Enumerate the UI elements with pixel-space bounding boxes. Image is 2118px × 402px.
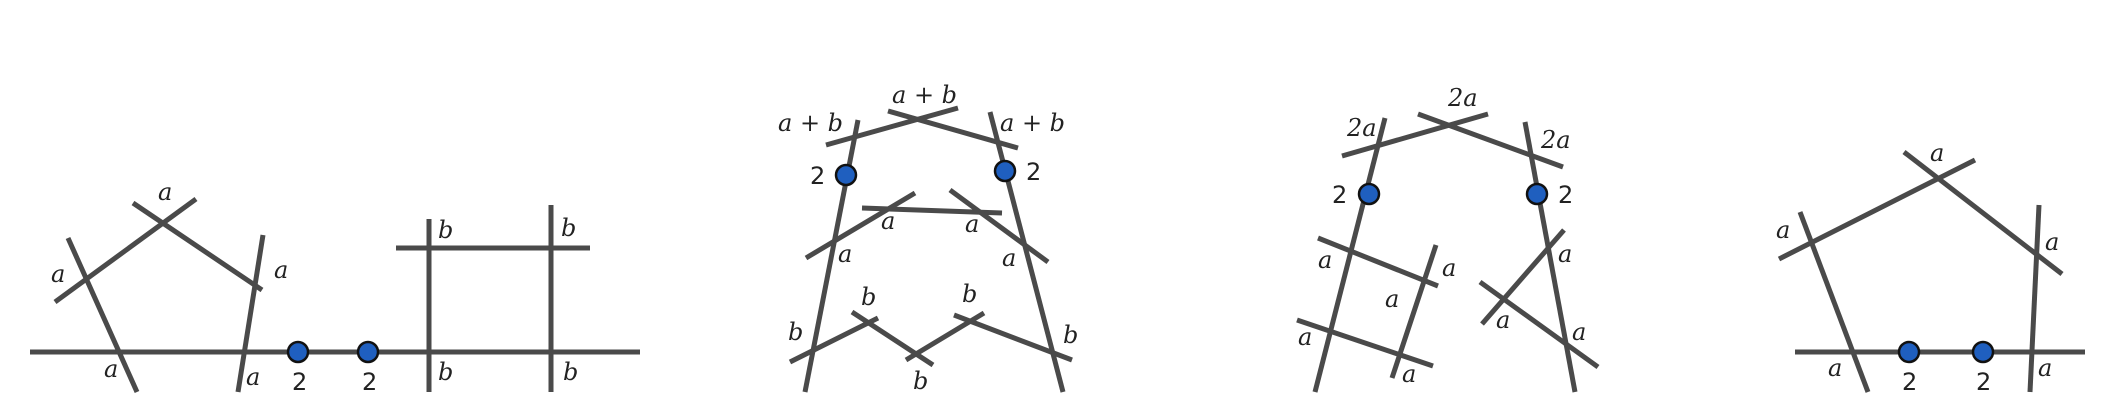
d2-top-left xyxy=(825,105,959,148)
d1-point-label-2: 2 xyxy=(362,368,377,396)
d3-left-rect-top xyxy=(1317,235,1439,289)
d1-label-3: a xyxy=(274,256,288,284)
d2-label-5: a xyxy=(965,210,979,238)
d4-label-3: a xyxy=(2045,228,2059,256)
d2-low-right-b xyxy=(953,312,1073,363)
d3-label-3: 2a xyxy=(1540,126,1571,154)
d2-label-11: b xyxy=(1063,321,1078,349)
diagram-1: 2 2 a a a a a b b b b xyxy=(30,178,640,396)
d1-pentagon-upper-right xyxy=(131,200,264,293)
d2-point-label-1: 2 xyxy=(810,162,825,190)
d1-pentagon-upper-left xyxy=(53,196,198,305)
d3-label-5: a xyxy=(1442,254,1456,282)
d3-right-cross-b xyxy=(1478,279,1600,370)
d3-label-10: a xyxy=(1402,360,1416,388)
d1-point-1 xyxy=(286,340,310,364)
d2-label-4: a xyxy=(881,207,895,235)
d3-left-rect-right xyxy=(1389,244,1439,379)
d2-right-side xyxy=(987,111,1066,393)
d4-point-1 xyxy=(1897,340,1921,364)
d1-pentagon-left xyxy=(65,236,140,394)
d3-left-rect-bottom xyxy=(1296,317,1434,369)
d2-label-6: a xyxy=(838,240,852,268)
d2-label-8: b xyxy=(861,283,876,311)
d3-label-1: 2a xyxy=(1346,114,1377,142)
diagram-2: 2 2 a + b a + b a + b a a a a b b b b b xyxy=(778,81,1078,395)
diagram-4: 2 2 a a a a a xyxy=(1776,139,2085,396)
diagram-3: 2 2 2a 2a 2a a a a a a a a a xyxy=(1296,84,1600,393)
d1-label-5: a xyxy=(246,363,260,391)
d2-low-left-a xyxy=(788,315,880,365)
d2-label-9: b xyxy=(962,280,977,308)
d1-label-7: b xyxy=(561,214,576,242)
d4-label-2: a xyxy=(1776,216,1790,244)
d3-label-9: a xyxy=(1572,318,1586,346)
d3-point-2 xyxy=(1525,182,1549,206)
d3-label-4: a xyxy=(1318,246,1332,274)
d1-point-label-1: 2 xyxy=(292,368,307,396)
d4-point-2 xyxy=(1971,340,1995,364)
d3-label-7: a xyxy=(1496,306,1510,334)
d2-label-7: a xyxy=(1002,244,1016,272)
d3-top-right xyxy=(1417,111,1564,170)
d1-label-9: b xyxy=(563,358,578,386)
d3-right-cross-a xyxy=(1480,228,1566,326)
d1-point-2 xyxy=(356,340,380,364)
d2-mid-right xyxy=(948,187,1050,265)
d4-label-4: a xyxy=(1828,354,1842,382)
d3-label-8: a xyxy=(1298,323,1312,351)
d2-point-label-2: 2 xyxy=(1026,158,1041,186)
d2-mid-left xyxy=(804,190,917,261)
d2-point-2 xyxy=(993,159,1017,183)
d1-label-6: b xyxy=(438,216,453,244)
d4-point-label-2: 2 xyxy=(1976,368,1991,396)
d4-right-side xyxy=(2027,204,2042,393)
d2-label-3: a + b xyxy=(1000,109,1065,137)
d1-label-2: a xyxy=(51,260,65,288)
d3-top-left xyxy=(1341,111,1489,159)
d2-label-12: b xyxy=(913,367,928,395)
d2-label-2: a + b xyxy=(892,81,957,109)
d2-low-left-b xyxy=(850,309,935,368)
d1-label-1: a xyxy=(158,178,172,206)
d3-point-label-2: 2 xyxy=(1558,181,1573,209)
d3-label-6: a xyxy=(1558,240,1572,268)
d3-point-1 xyxy=(1357,182,1381,206)
d4-upper-left xyxy=(1777,157,1977,262)
d4-point-label-1: 2 xyxy=(1902,368,1917,396)
d1-label-4: a xyxy=(104,355,118,383)
d1-label-8: b xyxy=(438,358,453,386)
d4-label-1: a xyxy=(1930,139,1944,167)
d3-point-label-1: 2 xyxy=(1332,181,1347,209)
d3-left-side xyxy=(1312,117,1388,393)
d1-pentagon-right xyxy=(235,234,266,393)
d2-label-1: a + b xyxy=(778,109,843,137)
d2-point-1 xyxy=(834,163,858,187)
d2-label-10: b xyxy=(788,318,803,346)
d4-label-5: a xyxy=(2038,354,2052,382)
d3-label-11: a xyxy=(1385,285,1399,313)
d3-label-2: 2a xyxy=(1447,84,1478,112)
